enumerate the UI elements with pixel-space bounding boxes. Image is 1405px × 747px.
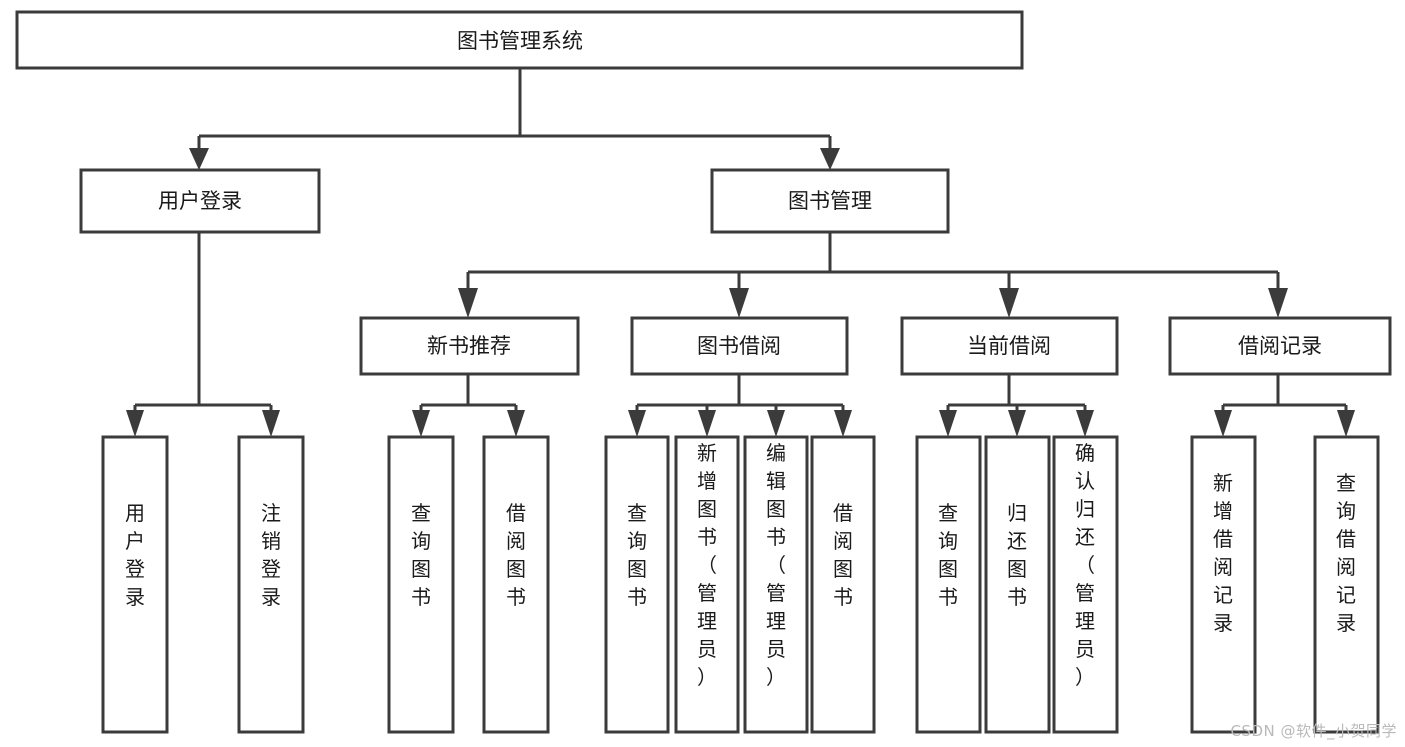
node-leaf-query-book-bb[interactable]: 查询图书 (604, 435, 670, 734)
book-management-label: 图书管理 (788, 189, 872, 213)
leaf-query-borrow-record-label: 查询借阅记录 (1336, 471, 1356, 635)
node-new-book-recommend[interactable]: 新书推荐 (359, 316, 580, 376)
root-box[interactable] (15, 10, 1024, 70)
node-current-borrow[interactable]: 当前借阅 (900, 316, 1119, 376)
new-book-recommend-label: 新书推荐 (427, 334, 511, 358)
arrow-current-borrow-to-leaf3 (1076, 410, 1094, 437)
leaf-add-book-admin-label: 新增图书（管理员） (697, 441, 717, 689)
book-borrow-box[interactable] (630, 316, 849, 376)
arrow-user-login-to-leaf2 (262, 410, 280, 437)
leaf-confirm-return-admin-box[interactable] (1052, 435, 1119, 734)
node-leaf-add-borrow-record[interactable]: 新增借阅记录 (1190, 435, 1257, 734)
arrow-book-borrow-to-leaf1 (628, 410, 646, 437)
arrow-user-login-to-leaf1 (126, 410, 144, 437)
leaf-borrow-book-bb-label: 借阅图书 (833, 501, 853, 609)
node-leaf-edit-book-admin[interactable]: 编辑图书（管理员） (743, 435, 809, 734)
book-management-box[interactable] (710, 168, 950, 234)
leaf-query-book-nb-label: 查询图书 (411, 501, 431, 609)
arrow-root-to-user-login (189, 148, 209, 170)
root-label: 图书管理系统 (457, 29, 583, 53)
connector-layer (126, 68, 1355, 437)
leaf-edit-book-admin-box[interactable] (743, 435, 809, 734)
node-leaf-return-book[interactable]: 归还图书 (984, 435, 1051, 734)
arrow-new-book-to-leaf2 (507, 410, 525, 437)
leaf-query-book-bb-box[interactable] (604, 435, 670, 734)
arrow-to-current-borrow (999, 288, 1019, 318)
arrow-book-borrow-to-leaf4 (834, 410, 852, 437)
csdn-watermark: CSDN @软件_小贺同学 (1230, 722, 1397, 740)
node-leaf-borrow-book-bb[interactable]: 借阅图书 (810, 435, 876, 734)
borrow-record-box[interactable] (1168, 316, 1392, 376)
node-leaf-logout-login[interactable]: 注销登录 (237, 435, 305, 734)
node-borrow-record[interactable]: 借阅记录 (1168, 316, 1392, 376)
leaf-return-book-label: 归还图书 (1007, 501, 1027, 609)
arrow-borrow-record-to-leaf2 (1337, 410, 1355, 437)
arrow-to-book-borrow (729, 288, 749, 318)
arrow-current-borrow-to-leaf1 (939, 410, 957, 437)
borrow-record-label: 借阅记录 (1238, 334, 1322, 358)
leaf-query-book-cb-label: 查询图书 (938, 501, 958, 609)
leaf-confirm-return-admin-label: 确认归还（管理员） (1075, 441, 1095, 689)
leaf-logout-login-box[interactable] (237, 435, 305, 734)
leaf-query-borrow-record-box[interactable] (1313, 435, 1380, 734)
node-leaf-confirm-return-admin[interactable]: 确认归还（管理员） (1052, 435, 1119, 734)
node-user-login[interactable]: 用户登录 (79, 168, 321, 234)
arrow-book-borrow-to-leaf3 (767, 410, 785, 437)
leaf-query-book-nb-box[interactable] (387, 435, 455, 734)
node-root-system[interactable]: 图书管理系统 (15, 10, 1024, 70)
user-login-label: 用户登录 (158, 189, 242, 213)
leaf-borrow-book-bb-box[interactable] (810, 435, 876, 734)
arrow-borrow-record-to-leaf1 (1214, 410, 1232, 437)
arrow-to-new-book (458, 288, 478, 318)
node-leaf-user-login[interactable]: 用户登录 (101, 435, 169, 734)
arrow-new-book-to-leaf1 (412, 410, 430, 437)
current-borrow-label: 当前借阅 (967, 334, 1051, 358)
leaf-edit-book-admin-label: 编辑图书（管理员） (766, 441, 786, 689)
arrow-book-borrow-to-leaf2 (698, 410, 716, 437)
current-borrow-box[interactable] (900, 316, 1119, 376)
user-login-box[interactable] (79, 168, 321, 234)
new-book-recommend-box[interactable] (359, 316, 580, 376)
node-leaf-query-book-nb[interactable]: 查询图书 (387, 435, 455, 734)
leaf-borrow-book-nb-label: 借阅图书 (506, 501, 526, 609)
leaf-borrow-book-nb-box[interactable] (482, 435, 550, 734)
leaf-add-borrow-record-label: 新增借阅记录 (1213, 471, 1233, 635)
leaf-query-book-cb-box[interactable] (915, 435, 982, 734)
node-leaf-query-book-cb[interactable]: 查询图书 (915, 435, 982, 734)
node-leaf-add-book-admin[interactable]: 新增图书（管理员） (674, 435, 740, 734)
leaf-user-login-box[interactable] (101, 435, 169, 734)
leaf-query-book-bb-label: 查询图书 (627, 501, 647, 609)
node-leaf-query-borrow-record[interactable]: 查询借阅记录 (1313, 435, 1380, 734)
leaf-logout-login-label: 注销登录 (261, 501, 281, 609)
book-borrow-label: 图书借阅 (697, 334, 781, 358)
leaf-user-login-label: 用户登录 (125, 501, 145, 609)
arrow-current-borrow-to-leaf2 (1008, 410, 1026, 437)
arrow-to-borrow-record (1268, 288, 1288, 318)
node-leaf-borrow-book-nb[interactable]: 借阅图书 (482, 435, 550, 734)
leaf-return-book-box[interactable] (984, 435, 1051, 734)
node-book-borrow[interactable]: 图书借阅 (630, 316, 849, 376)
node-book-management[interactable]: 图书管理 (710, 168, 950, 234)
leaf-add-borrow-record-box[interactable] (1190, 435, 1257, 734)
arrow-root-to-book-mgmt (820, 148, 840, 170)
leaf-add-book-admin-box[interactable] (674, 435, 740, 734)
